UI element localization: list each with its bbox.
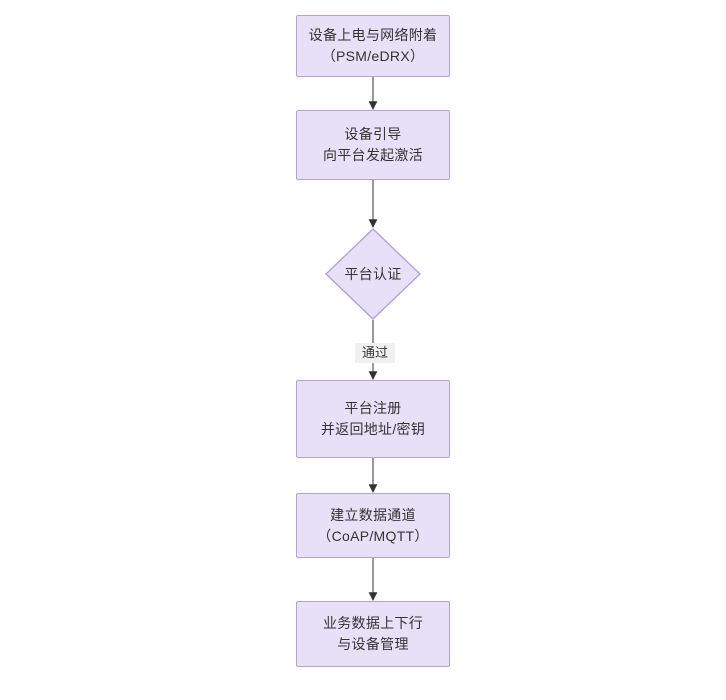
edge-n5-n6 — [368, 558, 378, 601]
node-device-power-on[interactable]: 设备上电与网络附着 （PSM/eDRX） — [296, 15, 450, 77]
node-label-line: （PSM/eDRX） — [321, 48, 425, 64]
edge-label-text: 通过 — [361, 345, 388, 360]
node-device-bootstrap[interactable]: 设备引导 向平台发起激活 — [296, 110, 450, 180]
node-business-data-and-management[interactable]: 业务数据上下行 与设备管理 — [296, 601, 450, 667]
edge-n4-n5 — [368, 458, 378, 493]
node-label-line: 与设备管理 — [337, 636, 409, 652]
node-label-line: 并返回地址/密钥 — [320, 421, 426, 437]
node-platform-authentication[interactable]: 平台认证 — [325, 228, 421, 320]
node-label-line: 设备上电与网络附着 — [308, 27, 438, 43]
edge-n2-n3 — [368, 180, 378, 228]
node-label-line: 业务数据上下行 — [322, 615, 424, 631]
node-label-line: 向平台发起激活 — [322, 147, 424, 163]
node-label-line: 平台认证 — [344, 265, 402, 282]
node-label-line: （CoAP/MQTT） — [317, 527, 429, 544]
node-label-line: 设备引导 — [344, 126, 402, 142]
node-platform-registration[interactable]: 平台注册 并返回地址/密钥 — [296, 380, 450, 458]
edge-n1-n2 — [368, 77, 378, 110]
diamond-shape — [325, 228, 421, 320]
node-label-line: 建立数据通道 — [330, 506, 416, 523]
node-label-line: 平台注册 — [344, 400, 402, 416]
edge-label-pass: 通过 — [355, 343, 395, 363]
node-data-channel[interactable]: 建立数据通道 （CoAP/MQTT） — [296, 493, 450, 558]
